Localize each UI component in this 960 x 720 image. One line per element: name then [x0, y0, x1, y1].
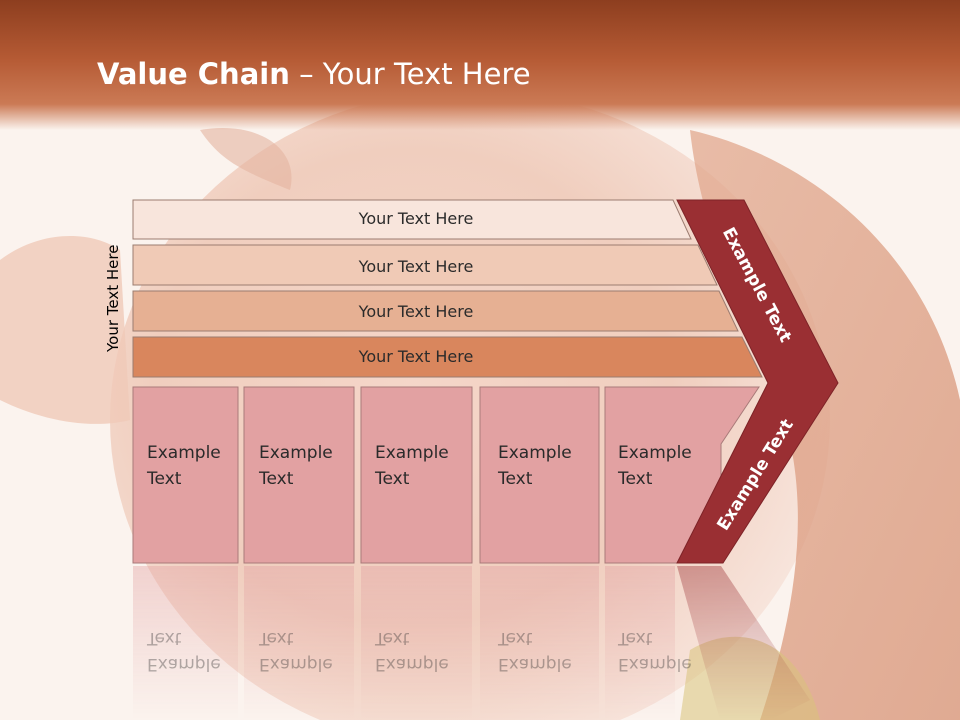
column-3-label: Example Text — [375, 443, 449, 489]
band-3[interactable] — [132, 290, 739, 332]
column-4[interactable] — [479, 386, 600, 564]
column-3[interactable] — [360, 386, 473, 564]
column-4-label: Example Text — [498, 443, 572, 489]
column-5-label: Example Text — [618, 443, 692, 489]
band-4[interactable] — [132, 336, 763, 378]
chevron-arrow[interactable] — [676, 199, 839, 564]
page-title: Value Chain – Your Text Here — [97, 56, 531, 92]
side-label: Your Text Here — [104, 244, 122, 352]
band-2-label: Your Text Here — [358, 257, 474, 276]
column-1-label: Example Text — [147, 443, 221, 489]
band-1-label: Your Text Here — [358, 209, 474, 228]
column-2[interactable] — [243, 386, 355, 564]
band-1[interactable] — [132, 199, 692, 240]
band-3-label: Your Text Here — [358, 302, 474, 321]
header-bar — [0, 0, 960, 130]
column-1[interactable] — [132, 386, 239, 564]
band-4-label: Your Text Here — [358, 347, 474, 366]
column-2-label: Example Text — [259, 443, 333, 489]
title-bold: Value Chain — [97, 57, 290, 91]
title-rest: – Your Text Here — [289, 57, 531, 91]
band-2[interactable] — [132, 244, 718, 286]
